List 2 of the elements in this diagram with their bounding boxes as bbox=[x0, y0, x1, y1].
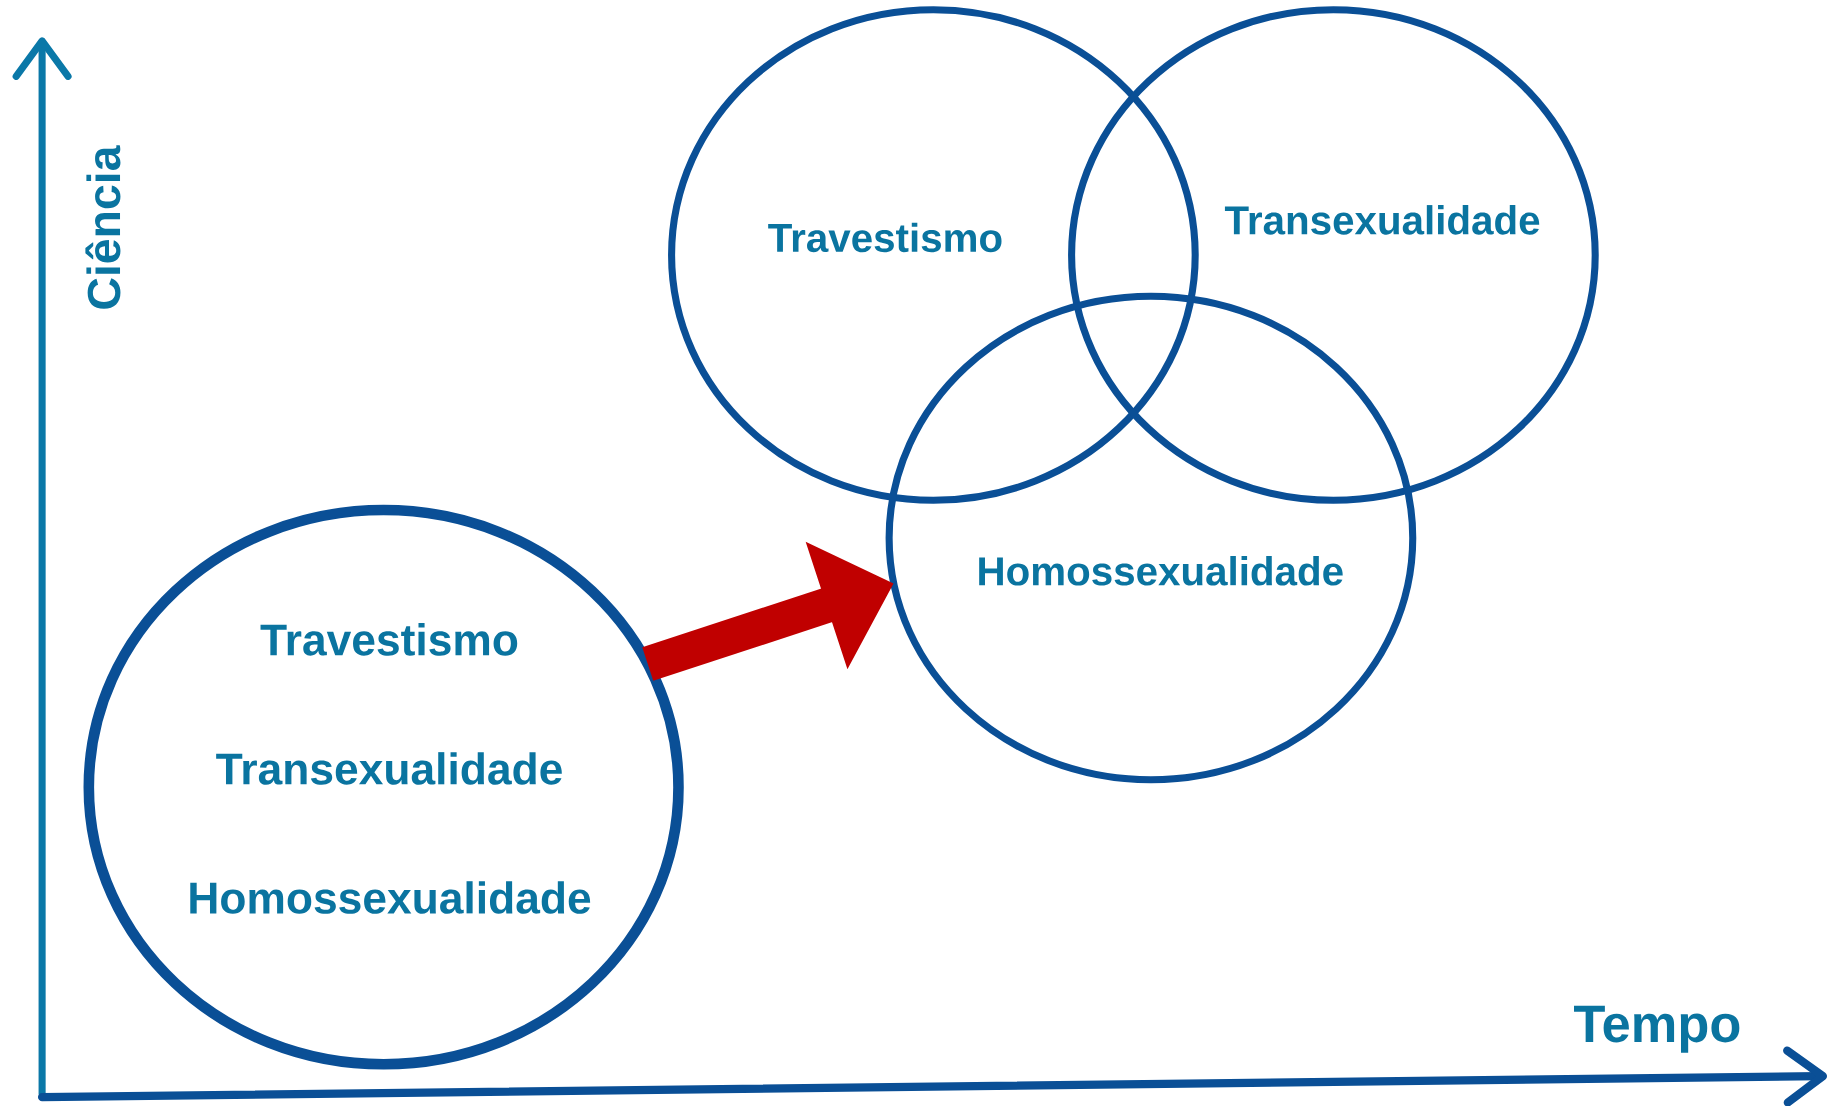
axis-label: Ciência bbox=[85, 145, 121, 309]
axis-label: Tempo bbox=[1574, 1005, 1740, 1053]
